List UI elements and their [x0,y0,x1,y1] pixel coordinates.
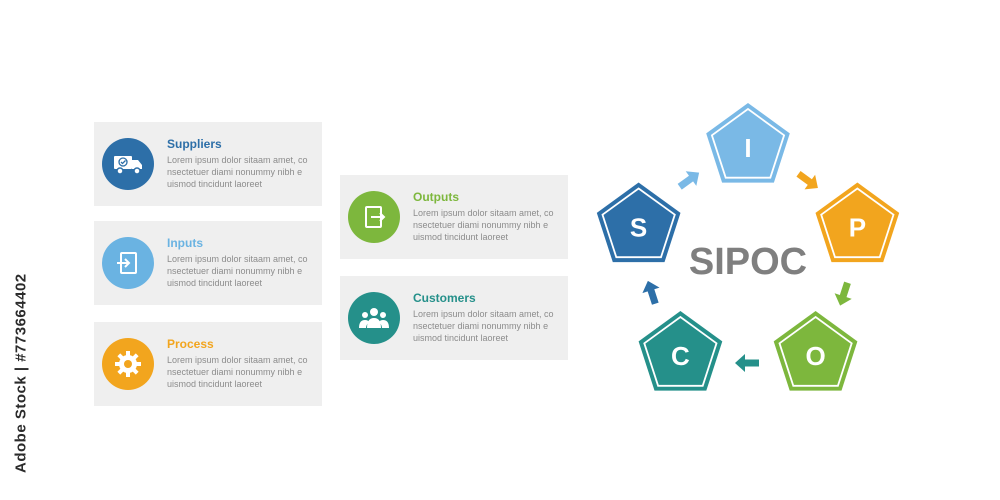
cycle-node-i: I [706,103,790,183]
pentagon-inner-border [778,315,853,387]
cycle-arrow [677,171,700,190]
card-process: Process Lorem ipsum dolor sitaam amet, c… [94,322,322,406]
cycle-arrow [796,171,818,190]
card-body-line: uismod tincidunt laoreet [413,333,509,343]
card-suppliers: Suppliers Lorem ipsum dolor sitaam amet,… [94,122,322,206]
card-title: Process [167,337,214,351]
card-body-line: uismod tincidunt laoreet [167,179,263,189]
card-body-line: Lorem ipsum dolor sitaam amet, co [167,155,308,165]
cycle-node-s: S [596,182,681,263]
card-body: Lorem ipsum dolor sitaam amet, co nsecte… [167,253,315,289]
pentagon-shape [596,182,681,263]
card-body-line: Lorem ipsum dolor sitaam amet, co [413,309,554,319]
cycle-node-p: P [815,182,900,263]
card-body-line: nsectetuer diami nonummy nibh e [167,367,303,377]
input-icon [117,252,137,274]
card-body-line: Lorem ipsum dolor sitaam amet, co [167,254,308,264]
card-inputs: Inputs Lorem ipsum dolor sitaam amet, co… [94,221,322,305]
card-body-line: nsectetuer diami nonummy nibh e [413,220,549,230]
card-title: Inputs [167,236,203,250]
center-label: SIPOC [689,241,807,283]
card-body: Lorem ipsum dolor sitaam amet, co nsecte… [167,154,315,190]
cycle-node-letter: P [849,213,866,243]
card-title: Customers [413,291,476,305]
card-body-line: Lorem ipsum dolor sitaam amet, co [413,208,554,218]
pentagon-inner-border [643,315,718,387]
pentagon-shape [638,311,723,391]
stock-watermark: Adobe Stock | #773664402 [12,273,30,473]
card-body-line: nsectetuer diami nonummy nibh e [167,167,303,177]
cycle-node-o: O [773,311,858,391]
pentagon-shape [706,103,790,183]
card-body-line: uismod tincidunt laoreet [413,232,509,242]
people-icon [359,308,389,328]
cycle-arrow [834,281,852,306]
cycle-arrow [642,280,660,305]
cycle-arrow [735,354,759,372]
process-icon-circle [102,338,154,390]
customers-icon-circle [348,292,400,344]
card-body-line: nsectetuer diami nonummy nibh e [413,321,549,331]
card-outputs: Outputs Lorem ipsum dolor sitaam amet, c… [340,175,568,259]
pentagon-shape [773,311,858,391]
outputs-icon-circle [348,191,400,243]
output-icon [365,206,386,228]
suppliers-icon-circle [102,138,154,190]
cycle-node-letter: O [805,341,825,371]
card-body: Lorem ipsum dolor sitaam amet, co nsecte… [413,308,561,344]
cycle-node-letter: I [744,133,751,163]
card-body-line: Lorem ipsum dolor sitaam amet, co [167,355,308,365]
card-body-line: nsectetuer diami nonummy nibh e [167,266,303,276]
card-body-line: uismod tincidunt laoreet [167,379,263,389]
card-title: Outputs [413,190,459,204]
card-body-line: uismod tincidunt laoreet [167,278,263,288]
truck-icon [114,156,142,175]
cycle-node-c: C [638,311,723,391]
pentagon-shape [815,182,900,263]
inputs-icon-circle [102,237,154,289]
gear-icon [115,351,141,377]
pentagon-inner-border [601,187,676,259]
card-body: Lorem ipsum dolor sitaam amet, co nsecte… [413,207,561,243]
card-customers: Customers Lorem ipsum dolor sitaam amet,… [340,276,568,360]
cycle-node-letter: C [671,341,690,371]
card-title: Suppliers [167,137,222,151]
pentagon-inner-border [820,187,895,259]
pentagon-inner-border [710,107,786,179]
card-body: Lorem ipsum dolor sitaam amet, co nsecte… [167,354,315,390]
cycle-node-letter: S [630,213,647,243]
